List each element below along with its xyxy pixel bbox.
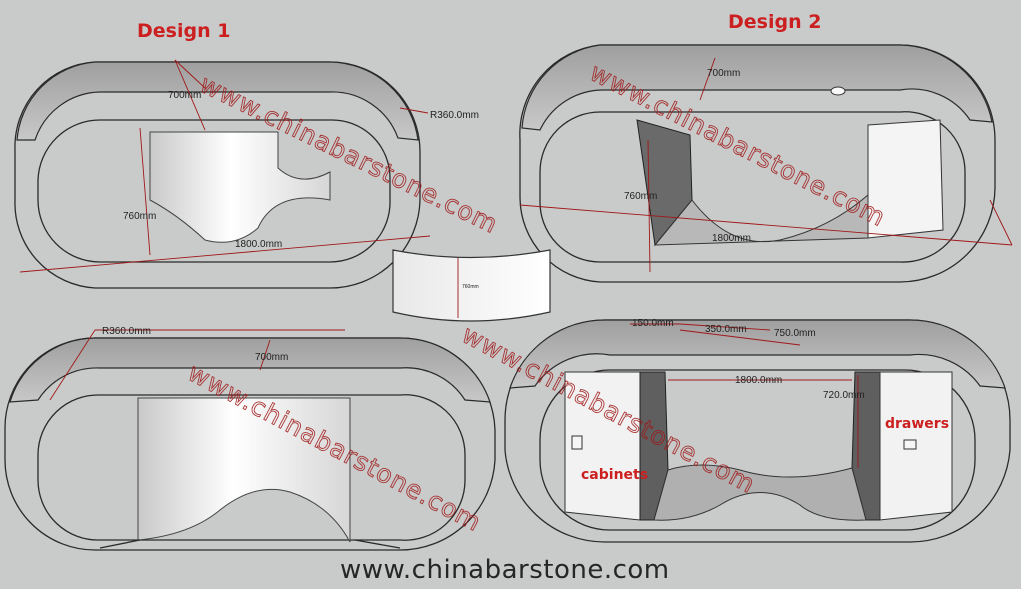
design2-rear-view: 150.0mm 350.0mm 750.0mm 1800.0mm 720.0mm bbox=[504, 318, 1011, 543]
design1b-inner-cavity bbox=[37, 394, 466, 541]
design2-top-view: 700mm 760mm 1800mm bbox=[519, 44, 1013, 283]
design1-outer-shell bbox=[14, 61, 421, 289]
d2b-150-label: 150.0mm bbox=[632, 318, 674, 329]
d2b-depth-label: 750.0mm bbox=[774, 328, 816, 339]
design2-inner-cavity bbox=[539, 111, 966, 263]
d2b-height-label: 720.0mm bbox=[823, 390, 865, 401]
design1-inner-cavity bbox=[37, 119, 391, 263]
d1b-depth-label: 700mm bbox=[255, 352, 288, 363]
d2-top-depth-label: 700mm bbox=[707, 68, 740, 79]
design1-center-pillar bbox=[149, 131, 331, 243]
design1b-center-pillar bbox=[137, 397, 351, 543]
cabinets-label: cabinets bbox=[581, 467, 648, 483]
panel-height-label: 760mm bbox=[462, 284, 479, 290]
footer-url: www.chinabarstone.com bbox=[340, 555, 670, 585]
drawers-label: drawers bbox=[885, 416, 949, 432]
design2-title: Design 2 bbox=[728, 11, 821, 33]
center-curved-panel: 760mm bbox=[392, 249, 551, 322]
design2b-inner-cavity bbox=[539, 369, 976, 531]
design2-floor-curve bbox=[653, 193, 869, 246]
design1-title: Design 1 bbox=[137, 20, 230, 42]
design1-top-surface bbox=[16, 61, 419, 141]
design1-rear-view: R360.0mm 700mm bbox=[4, 326, 496, 551]
d2b-length-label: 1800.0mm bbox=[735, 375, 782, 386]
d2b-350-label: 350.0mm bbox=[705, 324, 747, 335]
d1-length-label: 1800.0mm bbox=[235, 239, 282, 250]
d1-top-depth-label: 700mm bbox=[168, 90, 201, 101]
d2-height-label: 760mm bbox=[624, 191, 657, 202]
d1b-radius-label: R360.0mm bbox=[102, 326, 151, 337]
design2b-right-divider bbox=[851, 371, 881, 521]
design2b-top-surface bbox=[509, 319, 1006, 389]
d1-height-label: 760mm bbox=[123, 211, 156, 222]
design2-cable-hole bbox=[830, 86, 846, 96]
design1b-top-surface bbox=[9, 337, 491, 403]
d1-radius-label: R360.0mm bbox=[430, 110, 479, 121]
d2-length-label: 1800mm bbox=[712, 233, 751, 244]
design1-top-view: 700mm R360.0mm 760mm 1800.0mm bbox=[14, 59, 479, 289]
cabinet-handle-icon bbox=[571, 435, 583, 450]
design2b-floor-curve bbox=[653, 464, 867, 521]
drawer-handle-icon bbox=[903, 439, 917, 450]
curved-panel-shape bbox=[392, 249, 551, 322]
design2-top-surface bbox=[521, 44, 993, 131]
design2-outer-shell bbox=[519, 44, 996, 283]
